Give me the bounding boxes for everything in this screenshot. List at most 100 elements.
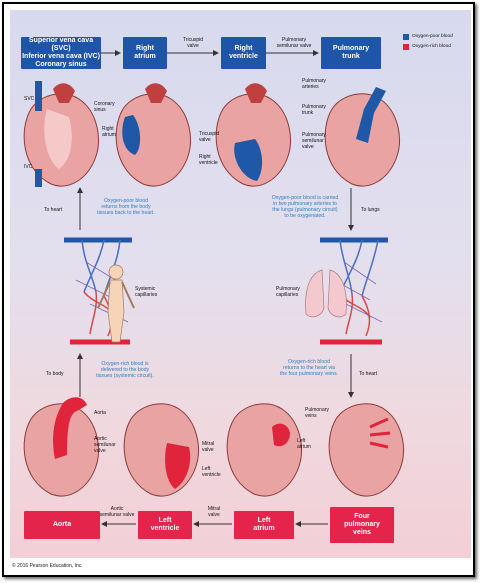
- heart-illustration-pulmonary-trunk: [324, 87, 400, 187]
- label-line: Mitral: [207, 506, 221, 512]
- label-pulmonary-arteries: Pulmonary arteries: [302, 78, 326, 90]
- arrow-label-aortic-semilunar-valve: Aortic semilunar valve: [94, 506, 140, 518]
- box-line: ventricle: [150, 525, 180, 532]
- label-line: valve: [199, 137, 211, 143]
- pulmonary-capillary-bed: [320, 237, 388, 345]
- heart-illustration-right-ventricle: [215, 83, 291, 187]
- label-left-atrium: Left atrium: [297, 438, 311, 450]
- note-line: tissues (systemic circuit).: [96, 373, 154, 379]
- box-line: Left: [257, 517, 271, 524]
- note-line: Oxygen-rich blood is: [101, 361, 149, 367]
- label-line: Tricuspid: [182, 37, 204, 43]
- box-line: trunk: [342, 53, 360, 60]
- label-line: semilunar valve: [99, 512, 135, 518]
- label-line: Right: [199, 154, 211, 160]
- label-coronary-sinus: Coronary sinus: [94, 101, 115, 113]
- label-to-body: To body: [46, 371, 64, 377]
- label-to-lungs: To lungs: [361, 207, 380, 213]
- note-line: Oxygen-poor blood: [103, 198, 149, 204]
- legend-swatch-oxygen-rich: [403, 44, 409, 50]
- label-line: Pulmonary: [302, 132, 326, 138]
- note-line: returns to the heart via: [283, 365, 335, 371]
- label-line: arteries: [302, 84, 319, 90]
- label-line: Pulmonary: [305, 407, 329, 413]
- box-line: ventricle: [229, 53, 258, 60]
- legend-label-oxygen-rich: Oxygen-rich blood: [412, 44, 451, 49]
- label-to-heart-bottom: To heart: [359, 371, 378, 377]
- arrow-label-pulmonary-semilunar-valve: Pulmonary semilunar valve: [269, 37, 319, 49]
- note-line: the lungs (pulmonary circuit): [272, 207, 338, 213]
- label-svc: SVC: [24, 96, 35, 102]
- note-line: returns from the body: [101, 204, 151, 210]
- heart-illustration-left-ventricle: [123, 403, 199, 497]
- label-line: Pulmonary: [302, 104, 326, 110]
- flow-box-right-atrium: Right atrium: [123, 37, 167, 69]
- note-systemic-circuit: Oxygen-rich blood is delivered to the bo…: [88, 361, 162, 379]
- label-line: ventricle: [202, 472, 221, 478]
- flow-box-aorta: Aorta: [24, 511, 100, 539]
- label-line: Systemic: [135, 286, 156, 292]
- note-line: in two pulmonary arteries to: [273, 201, 337, 207]
- box-line: Right: [234, 45, 253, 52]
- heart-illustration-pulmonary-veins: [328, 403, 404, 497]
- label-to-heart-top: To heart: [44, 207, 63, 213]
- label-pulmonary-trunk: Pulmonary trunk: [302, 104, 326, 116]
- label-line: Mitral: [202, 441, 215, 447]
- label-line: capillaries: [276, 292, 299, 298]
- label-aortic-semilunar-valve: Aortic semilunar valve: [94, 436, 116, 454]
- note-pulmonary-veins: Oxygen-rich blood returns to the heart v…: [272, 359, 346, 377]
- box-line: Right: [136, 45, 154, 52]
- legend-label-oxygen-poor: Oxygen-poor blood: [412, 34, 453, 39]
- lungs-icon: [305, 269, 347, 318]
- box-line: Pulmonary: [332, 45, 370, 52]
- label-pulmonary-semilunar-valve: Pulmonary semilunar valve: [302, 132, 326, 150]
- box-line: veins: [353, 529, 371, 536]
- flow-box-venae-cavae: Superior vena cava (SVC) Inferior vena c…: [21, 37, 101, 69]
- label-line: valve: [202, 447, 214, 453]
- note-line: Oxygen-poor blood is carried: [271, 195, 339, 201]
- note-line: delivered to the body: [100, 367, 150, 373]
- label-right-atrium: Right atrium: [102, 126, 116, 138]
- box-line: atrium: [253, 525, 275, 532]
- label-ivc: IVC: [24, 164, 33, 170]
- label-line: Coronary: [94, 101, 115, 107]
- copyright-notice: © 2016 Pearson Education, Inc.: [12, 563, 83, 569]
- label-mitral-valve: Mitral valve: [202, 441, 214, 453]
- flow-box-left-atrium: Left atrium: [234, 511, 294, 539]
- label-line: Pulmonary: [282, 37, 306, 43]
- box-line: Inferior vena cava (IVC): [22, 53, 100, 60]
- label-tricuspid-valve: Tricuspid valve: [199, 131, 219, 143]
- note-pulmonary-circuit: Oxygen-poor blood is carried in two pulm…: [264, 195, 346, 219]
- label-line: valve: [208, 512, 220, 518]
- heart-illustration-aorta: [23, 397, 99, 497]
- label-line: atrium: [297, 444, 311, 450]
- label-line: capillaries: [135, 292, 158, 298]
- label-line: Right: [102, 126, 114, 132]
- label-line: Aortic: [94, 436, 107, 442]
- label-line: trunk: [302, 110, 314, 116]
- label-line: semilunar: [94, 442, 116, 448]
- note-body-return: Oxygen-poor blood returns from the body …: [90, 198, 162, 216]
- arrow-label-mitral-valve: Mitral valve: [200, 506, 228, 518]
- note-line: tissues back to the heart.: [97, 210, 155, 216]
- label-line: ventricle: [199, 160, 218, 166]
- label-systemic-capillaries: Systemic capillaries: [135, 286, 157, 298]
- heart-illustration-left-atrium: [226, 403, 302, 497]
- box-line: Aorta: [52, 521, 72, 528]
- box-line: Coronary sinus: [35, 61, 87, 68]
- flow-box-four-pulmonary-veins: Four pulmonary veins: [330, 507, 394, 543]
- label-line: semilunar: [302, 138, 324, 144]
- label-line: semilunar valve: [276, 43, 312, 49]
- label-line: Pulmonary: [302, 78, 326, 84]
- label-line: valve: [187, 43, 199, 49]
- box-line: atrium: [134, 53, 156, 60]
- legend-swatch-oxygen-poor: [403, 34, 409, 40]
- flow-box-pulmonary-trunk: Pulmonary trunk: [321, 37, 381, 69]
- label-left-ventricle: Left ventricle: [202, 466, 221, 478]
- arrow-label-tricuspid-valve: Tricuspid valve: [178, 37, 208, 49]
- flow-box-left-ventricle: Left ventricle: [138, 511, 192, 539]
- label-line: Aortic: [110, 506, 124, 512]
- label-line: sinus: [94, 107, 106, 113]
- label-pulmonary-capillaries: Pulmonary capillaries: [276, 286, 300, 298]
- label-aorta: Aorta: [94, 410, 106, 416]
